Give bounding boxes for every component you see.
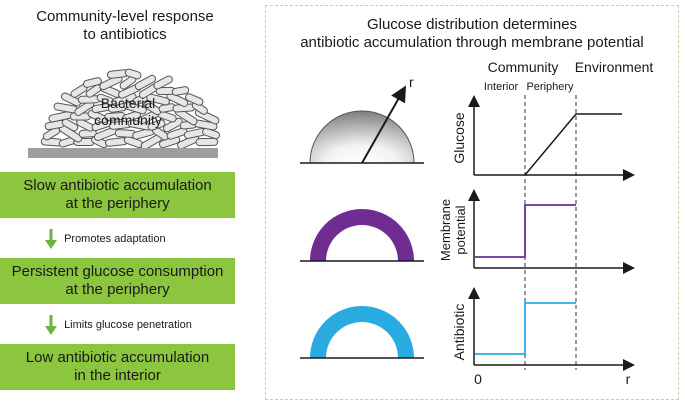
ylabel-glucose: Glucose	[451, 112, 467, 164]
arrow-label: Promotes adaptation	[64, 232, 166, 245]
step-box-persistent-consumption: Persistent glucose consumption at the pe…	[0, 258, 235, 304]
header-interior: Interior	[484, 81, 519, 93]
header-environment: Environment	[575, 59, 654, 75]
left-panel: Community-level response to antibiotics …	[0, 0, 250, 405]
bacterium-rod	[171, 86, 190, 96]
bacterium-rod	[61, 118, 79, 132]
down-arrow-icon	[45, 229, 57, 249]
community-label-line1: Bacterial	[101, 95, 155, 111]
down-arrow-icon	[45, 315, 57, 335]
right-panel: Glucose distribution determines antibiot…	[265, 5, 679, 400]
glucose-plot: Glucose	[451, 95, 635, 181]
antibiotic-hemisphere	[300, 306, 424, 359]
radius-arrow	[361, 85, 406, 164]
step-box-line1: Slow antibiotic accumulation	[23, 177, 212, 194]
bacterium-rod	[195, 137, 219, 147]
membrane-potential-curve	[475, 204, 576, 258]
arrow-limits-penetration: Limits glucose penetration	[45, 315, 192, 335]
bacterial-community-illustration: Bacterial community	[28, 68, 221, 158]
membrane-potential-hemisphere	[300, 209, 424, 262]
header-periphery: Periphery	[526, 81, 574, 93]
step-box-line2: at the periphery	[65, 195, 170, 212]
step-box-low-accumulation: Low antibiotic accumulation in the inter…	[0, 344, 235, 390]
membrane-potential-plot: Membrane potential	[438, 189, 635, 274]
step-box-line1: Persistent glucose consumption	[11, 263, 224, 280]
right-title-line1: Glucose distribution determines	[366, 16, 578, 33]
substrate-bar	[28, 148, 218, 158]
glucose-hemisphere: r	[300, 74, 424, 164]
step-box-line2: in the interior	[74, 367, 161, 384]
x-axis-label: r	[626, 371, 631, 387]
bacterium-rod	[185, 93, 204, 106]
radius-label: r	[409, 74, 414, 90]
ylabel-membrane-line2: potential	[453, 205, 468, 254]
community-label-line2: community	[94, 112, 162, 128]
left-title-line1: Community-level response	[36, 8, 214, 25]
antibiotic-plot: Antibiotic 0 r	[451, 287, 635, 387]
ylabel-membrane-line1: Membrane	[438, 199, 453, 261]
antibiotic-curve	[475, 302, 576, 355]
arrow-label: Limits glucose penetration	[64, 318, 192, 331]
bacterium-rod	[166, 127, 188, 140]
glucose-curve	[524, 113, 622, 176]
step-box-line2: at the periphery	[65, 281, 170, 298]
right-title-line2: antibiotic accumulation through membrane…	[300, 34, 644, 51]
bacterium-rod	[147, 119, 166, 131]
left-title: Community-level response to antibiotics	[0, 8, 250, 44]
right-title: Glucose distribution determines antibiot…	[266, 16, 678, 52]
bacterium-rod	[82, 77, 102, 88]
bacterium-rod	[124, 68, 142, 80]
step-box-line1: Low antibiotic accumulation	[25, 349, 210, 366]
bacterium-rod	[153, 75, 173, 90]
ylabel-antibiotic: Antibiotic	[451, 304, 467, 361]
left-title-line2: to antibiotics	[83, 26, 167, 43]
bacterium-rod	[134, 74, 157, 91]
header-community: Community	[488, 59, 559, 75]
step-box-slow-accumulation: Slow antibiotic accumulation at the peri…	[0, 172, 235, 218]
x-origin-label: 0	[474, 371, 482, 387]
arrow-promotes-adaptation: Promotes adaptation	[45, 229, 166, 249]
bacterium-rod	[143, 100, 162, 116]
